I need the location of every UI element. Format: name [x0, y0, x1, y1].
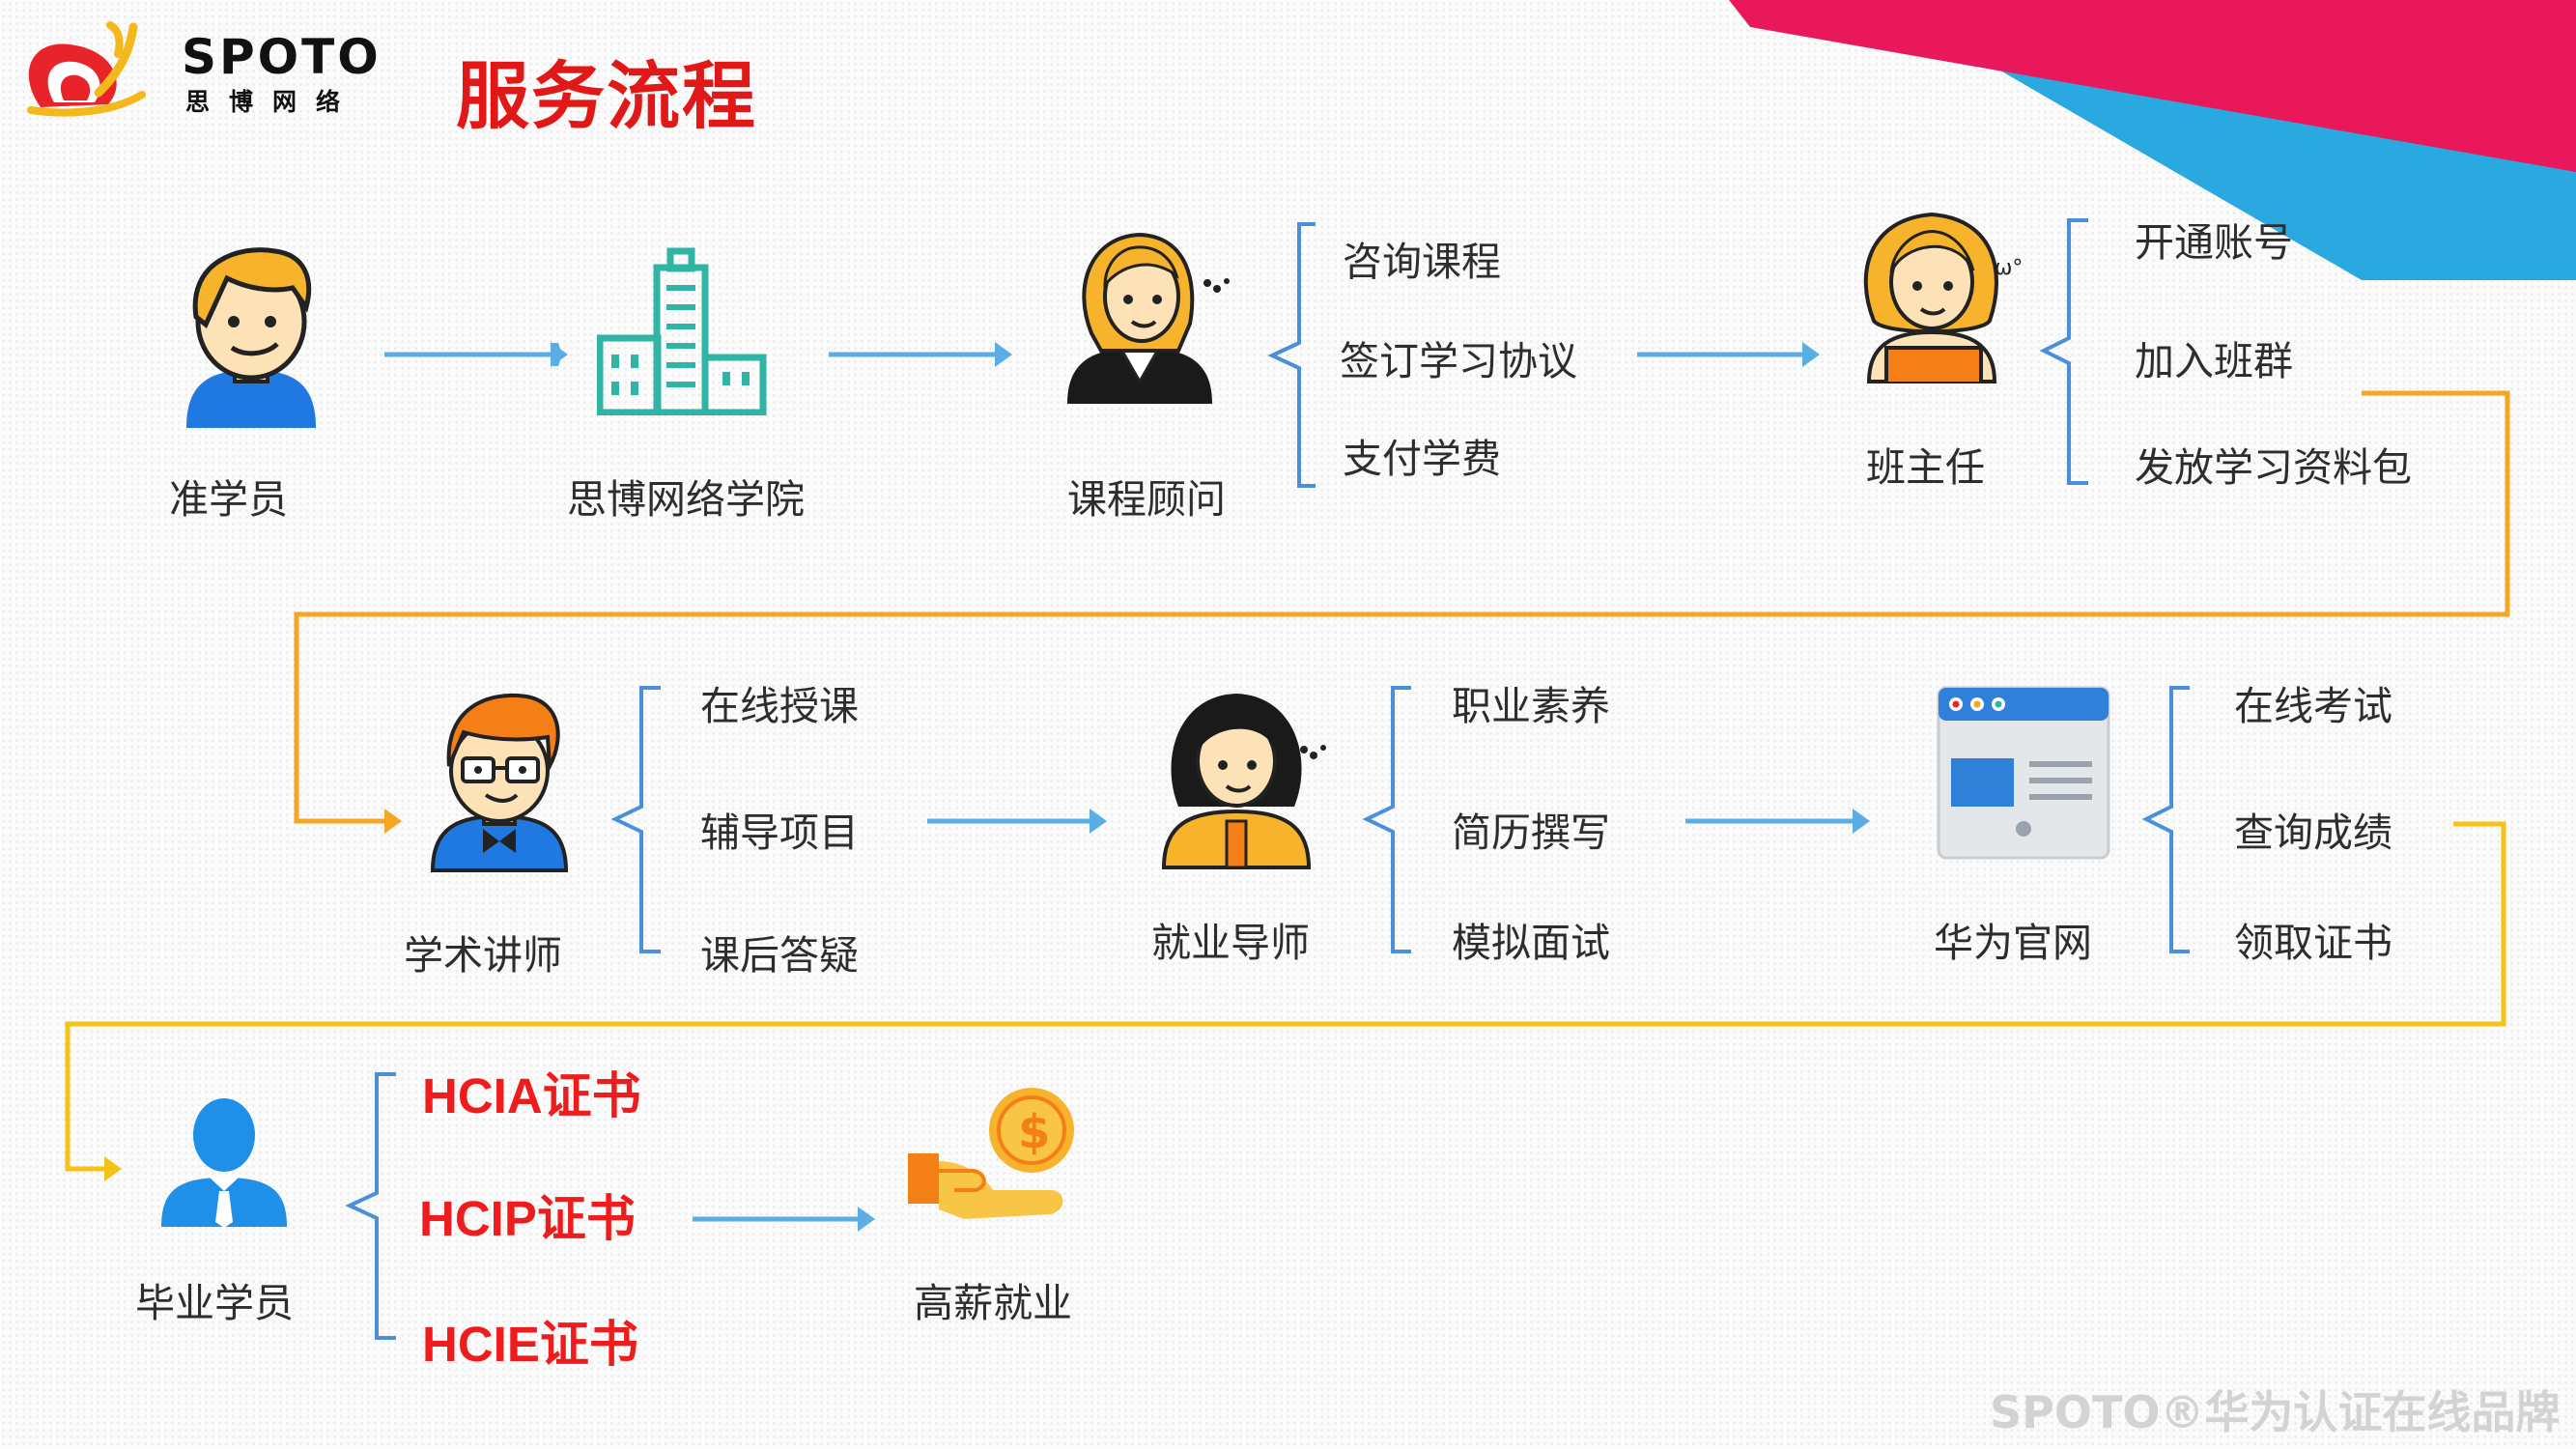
teacher-icon: ω°: [1863, 212, 2023, 384]
teacher-step: 开通账号: [2135, 219, 2293, 266]
site-step: 查询成绩: [2234, 810, 2392, 856]
mentor-step: 简历撰写: [1452, 810, 1610, 856]
advisor-step: 签订学习协议: [1340, 338, 1577, 384]
cert-hcip: HCIP证书: [419, 1191, 636, 1246]
mentor-icon: [1161, 694, 1326, 869]
cert-hcia: HCIA证书: [422, 1068, 641, 1123]
label-lecturer: 学术讲师: [404, 932, 562, 979]
building-icon: [597, 247, 767, 415]
brand-name: SPOTO: [182, 29, 382, 85]
site-step: 在线考试: [2234, 683, 2392, 729]
student-icon: [186, 247, 316, 428]
graduate-icon: [161, 1098, 287, 1228]
spoto-logo-icon: [27, 21, 146, 117]
label-outcome: 高薪就业: [914, 1280, 1072, 1326]
label-academy: 思博网络学院: [567, 476, 805, 523]
advisor-icon: [1067, 232, 1230, 404]
lecturer-step: 辅导项目: [700, 810, 859, 856]
label-class-teacher: 班主任: [1866, 444, 1985, 491]
advisor-step: 支付学费: [1343, 436, 1501, 482]
site-step: 领取证书: [2234, 920, 2392, 966]
svg-text:ω°: ω°: [1995, 256, 2023, 280]
website-icon: [1937, 686, 2110, 860]
footer-watermark: SPOTO®华为认证在线品牌: [1990, 1386, 2561, 1438]
teacher-step: 加入班群: [2135, 338, 2293, 384]
label-prospective-student: 准学员: [169, 476, 288, 523]
lecturer-step: 课后答疑: [700, 932, 859, 979]
brand-name-cn: 思博网络: [185, 88, 360, 116]
cert-hcie: HCIE证书: [422, 1317, 638, 1372]
advisor-step: 咨询课程: [1343, 239, 1501, 285]
page-title: 服务流程: [456, 53, 757, 139]
label-graduate: 毕业学员: [135, 1280, 294, 1326]
label-huawei-site: 华为官网: [1934, 920, 2092, 966]
lecturer-step: 在线授课: [700, 683, 859, 729]
mentor-step: 职业素养: [1452, 683, 1610, 729]
lecturer-icon: [430, 694, 569, 872]
label-course-advisor: 课程顾问: [1067, 476, 1226, 523]
label-career-mentor: 就业导师: [1151, 920, 1310, 966]
teacher-step: 发放学习资料包: [2135, 444, 2412, 491]
salary-icon: $: [908, 1088, 1074, 1219]
mentor-step: 模拟面试: [1452, 920, 1610, 966]
svg-text:$: $: [1018, 1105, 1050, 1159]
